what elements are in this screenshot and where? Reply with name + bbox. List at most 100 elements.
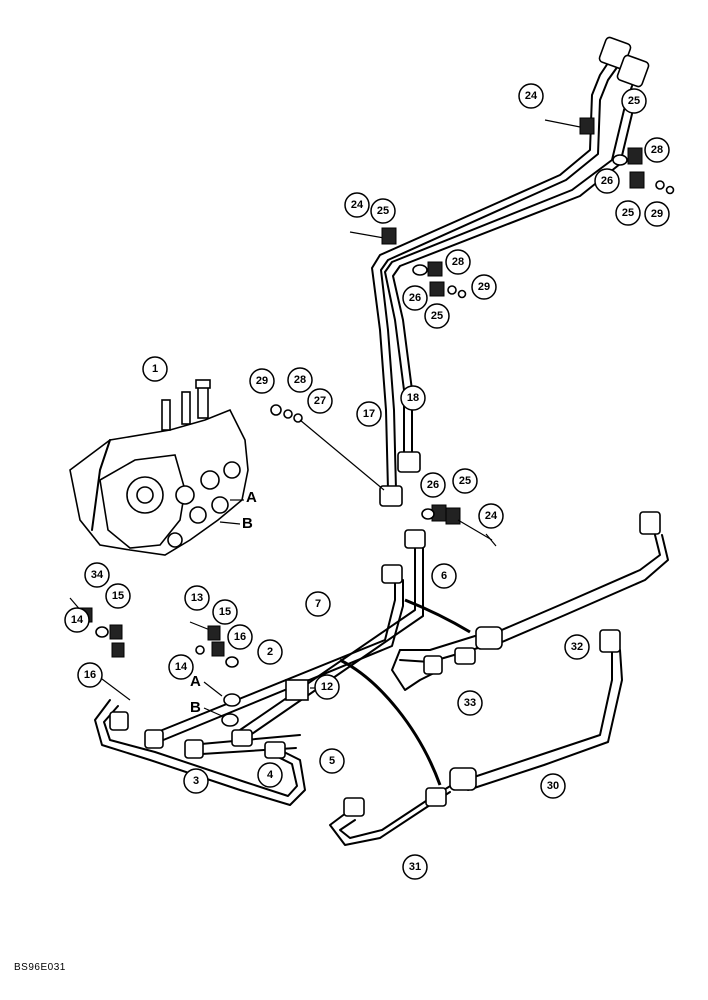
- callout-26: 26: [594, 168, 620, 194]
- callout-number: 1: [152, 363, 158, 375]
- callout-26: 26: [402, 285, 428, 311]
- callout-circle: [471, 274, 497, 300]
- callout-number: 32: [571, 641, 583, 653]
- callout-number: 17: [363, 408, 375, 420]
- callout-25: 25: [370, 198, 396, 224]
- lower-right-tubes: [329, 511, 669, 846]
- callout-circle: [518, 83, 544, 109]
- callout-24: 24: [518, 83, 544, 109]
- callout-number: 3: [193, 775, 199, 787]
- callout-32: 32: [564, 634, 590, 660]
- callout-30: 30: [540, 773, 566, 799]
- callout-number: 24: [525, 90, 538, 102]
- clamp-mid-1: [381, 227, 397, 245]
- callout-circle: [431, 563, 457, 589]
- callout-24: 24: [344, 192, 370, 218]
- callout-15: 15: [105, 583, 131, 609]
- callout-number: 27: [314, 395, 326, 407]
- callout-circle: [64, 607, 90, 633]
- callout-circle: [168, 654, 194, 680]
- callout-circle: [402, 854, 428, 880]
- callout-circle: [344, 192, 370, 218]
- callout-circle: [319, 748, 345, 774]
- callout-27: 27: [307, 388, 333, 414]
- callout-29: 29: [249, 368, 275, 394]
- callout-number: 25: [622, 207, 634, 219]
- callout-number: 12: [321, 681, 333, 693]
- callout-circle: [540, 773, 566, 799]
- callout-circle: [183, 768, 209, 794]
- callout-circle: [400, 385, 426, 411]
- callout-number: 18: [407, 392, 419, 404]
- callout-number: 29: [256, 375, 268, 387]
- port-label-b-valve: B: [242, 515, 253, 532]
- callout-number: 31: [409, 861, 421, 873]
- callout-circle: [621, 88, 647, 114]
- callout-15: 15: [212, 599, 238, 625]
- lower-left-tubes: [94, 529, 426, 806]
- callout-circle: [184, 585, 210, 611]
- port-label-a-valve: A: [246, 489, 257, 506]
- callout-circle: [457, 690, 483, 716]
- callout-number: 13: [191, 592, 203, 604]
- callout-number: 24: [351, 199, 364, 211]
- clamp-upper-2: [627, 147, 643, 165]
- callout-circle: [77, 662, 103, 688]
- callout-number: 15: [219, 606, 231, 618]
- callout-17: 17: [356, 401, 382, 427]
- callout-16: 16: [227, 624, 253, 650]
- hardware-27-28-29: [270, 404, 385, 491]
- callout-circle: [594, 168, 620, 194]
- callout-circle: [84, 562, 110, 588]
- callout-circle: [356, 401, 382, 427]
- callout-28: 28: [287, 367, 313, 393]
- callout-18: 18: [400, 385, 426, 411]
- callout-circle: [212, 599, 238, 625]
- callout-29: 29: [471, 274, 497, 300]
- callout-number: 4: [267, 769, 274, 781]
- callout-34: 34: [84, 562, 110, 588]
- callout-4: 4: [257, 762, 283, 788]
- callout-5: 5: [319, 748, 345, 774]
- callout-circle: [227, 624, 253, 650]
- tube-17-18-assembly: [371, 36, 650, 507]
- control-valve: [69, 379, 249, 556]
- callout-circle: [478, 503, 504, 529]
- port-label-b-fittings: B: [190, 699, 201, 716]
- callout-29: 29: [644, 201, 670, 227]
- callout-number: 6: [441, 570, 447, 582]
- callout-circle: [142, 356, 168, 382]
- block-12: [285, 679, 309, 701]
- callout-number: 33: [464, 697, 476, 709]
- callout-circle: [370, 198, 396, 224]
- figure-code: BS96E031: [14, 962, 66, 973]
- callout-24: 24: [478, 503, 504, 529]
- callout-number: 26: [601, 175, 613, 187]
- fitting-top-2: [616, 54, 650, 88]
- callout-6: 6: [431, 563, 457, 589]
- callout-28: 28: [644, 137, 670, 163]
- callout-number: 16: [234, 631, 246, 643]
- callout-number: 14: [71, 614, 84, 626]
- callout-number: 30: [547, 780, 559, 792]
- callout-circle: [105, 583, 131, 609]
- callout-12: 12: [314, 674, 340, 700]
- callout-number: 7: [315, 598, 321, 610]
- callout-circle: [402, 285, 428, 311]
- callout-16: 16: [77, 662, 103, 688]
- clamp-mid-2: [427, 261, 443, 277]
- callout-circle: [257, 639, 283, 665]
- callout-number: 28: [294, 374, 306, 386]
- fitting-17-end: [379, 485, 403, 507]
- callout-number: 34: [91, 569, 104, 581]
- fitting-18-end: [397, 451, 421, 473]
- callout-circle: [420, 472, 446, 498]
- callout-number: 14: [175, 661, 188, 673]
- callout-7: 7: [305, 591, 331, 617]
- callout-number: 29: [478, 281, 490, 293]
- callout-1: 1: [142, 356, 168, 382]
- callout-circle: [307, 388, 333, 414]
- callout-25: 25: [615, 200, 641, 226]
